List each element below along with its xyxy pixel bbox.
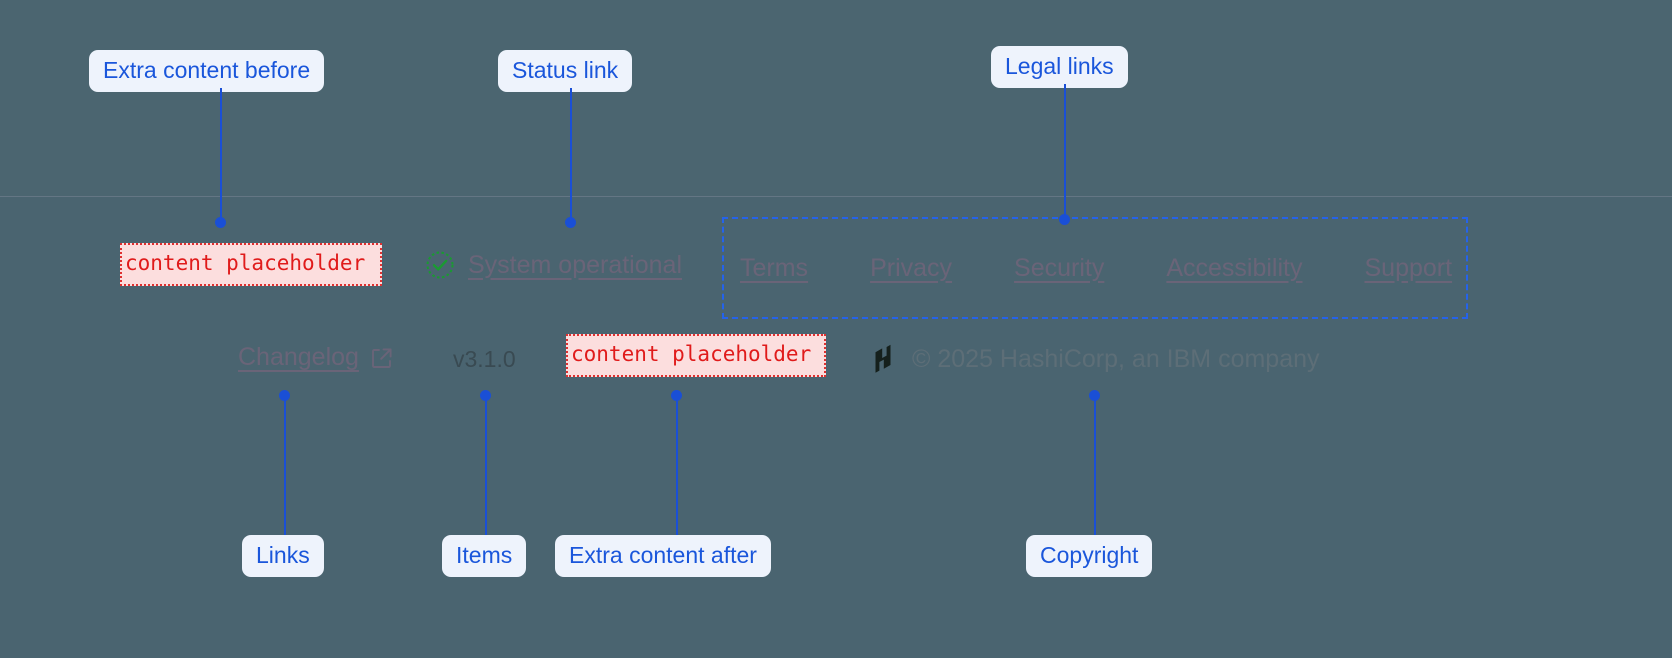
callout-items: Items bbox=[442, 535, 527, 578]
legal-link-support[interactable]: Support bbox=[1364, 253, 1453, 282]
leader-line-links bbox=[284, 398, 286, 535]
callout-legal-links: Legal links bbox=[991, 46, 1128, 89]
legal-link-privacy[interactable]: Privacy bbox=[870, 253, 953, 282]
callout-copyright: Copyright bbox=[1026, 535, 1153, 578]
extra-content-before-placeholder: content placeholder bbox=[120, 243, 382, 287]
callout-extra-content-before: Extra content before bbox=[89, 50, 325, 93]
legal-link-security[interactable]: Security bbox=[1014, 253, 1105, 282]
check-circle-icon bbox=[425, 250, 455, 280]
extra-content-after-placeholder: content placeholder bbox=[566, 334, 826, 378]
status-link-label: System operational bbox=[468, 250, 683, 279]
leader-dot-extra-content-after bbox=[671, 390, 682, 401]
callout-links: Links bbox=[242, 535, 324, 578]
legal-links-group: Terms Privacy Security Accessibility Sup… bbox=[722, 217, 1468, 319]
callout-extra-content-after: Extra content after bbox=[555, 535, 771, 578]
leader-dot-items bbox=[480, 390, 491, 401]
changelog-label: Changelog bbox=[238, 343, 359, 371]
leader-dot-status-link bbox=[565, 217, 576, 228]
hashicorp-logo bbox=[868, 343, 898, 375]
changelog-link[interactable]: Changelog bbox=[238, 343, 393, 372]
legal-link-terms[interactable]: Terms bbox=[740, 253, 809, 282]
copyright-text: © 2025 HashiCorp, an IBM company bbox=[912, 344, 1320, 373]
copyright: © 2025 HashiCorp, an IBM company bbox=[868, 343, 1320, 375]
callout-status-link: Status link bbox=[498, 50, 633, 93]
external-link-icon bbox=[371, 347, 393, 369]
leader-dot-extra-content-before bbox=[215, 217, 226, 228]
leader-line-legal-links bbox=[1064, 84, 1066, 218]
leader-line-extra-content-after bbox=[676, 398, 678, 535]
leader-line-copyright bbox=[1094, 398, 1096, 535]
leader-line-extra-content-before bbox=[220, 88, 222, 222]
version-label: v3.1.0 bbox=[453, 346, 516, 372]
leader-line-items bbox=[485, 398, 487, 535]
leader-line-status-link bbox=[570, 88, 572, 222]
leader-dot-copyright bbox=[1089, 390, 1100, 401]
status-link[interactable]: System operational bbox=[425, 250, 682, 280]
leader-dot-legal-links bbox=[1059, 214, 1070, 225]
leader-dot-links bbox=[279, 390, 290, 401]
legal-link-accessibility[interactable]: Accessibility bbox=[1166, 253, 1303, 282]
footer-separator bbox=[0, 196, 1672, 197]
